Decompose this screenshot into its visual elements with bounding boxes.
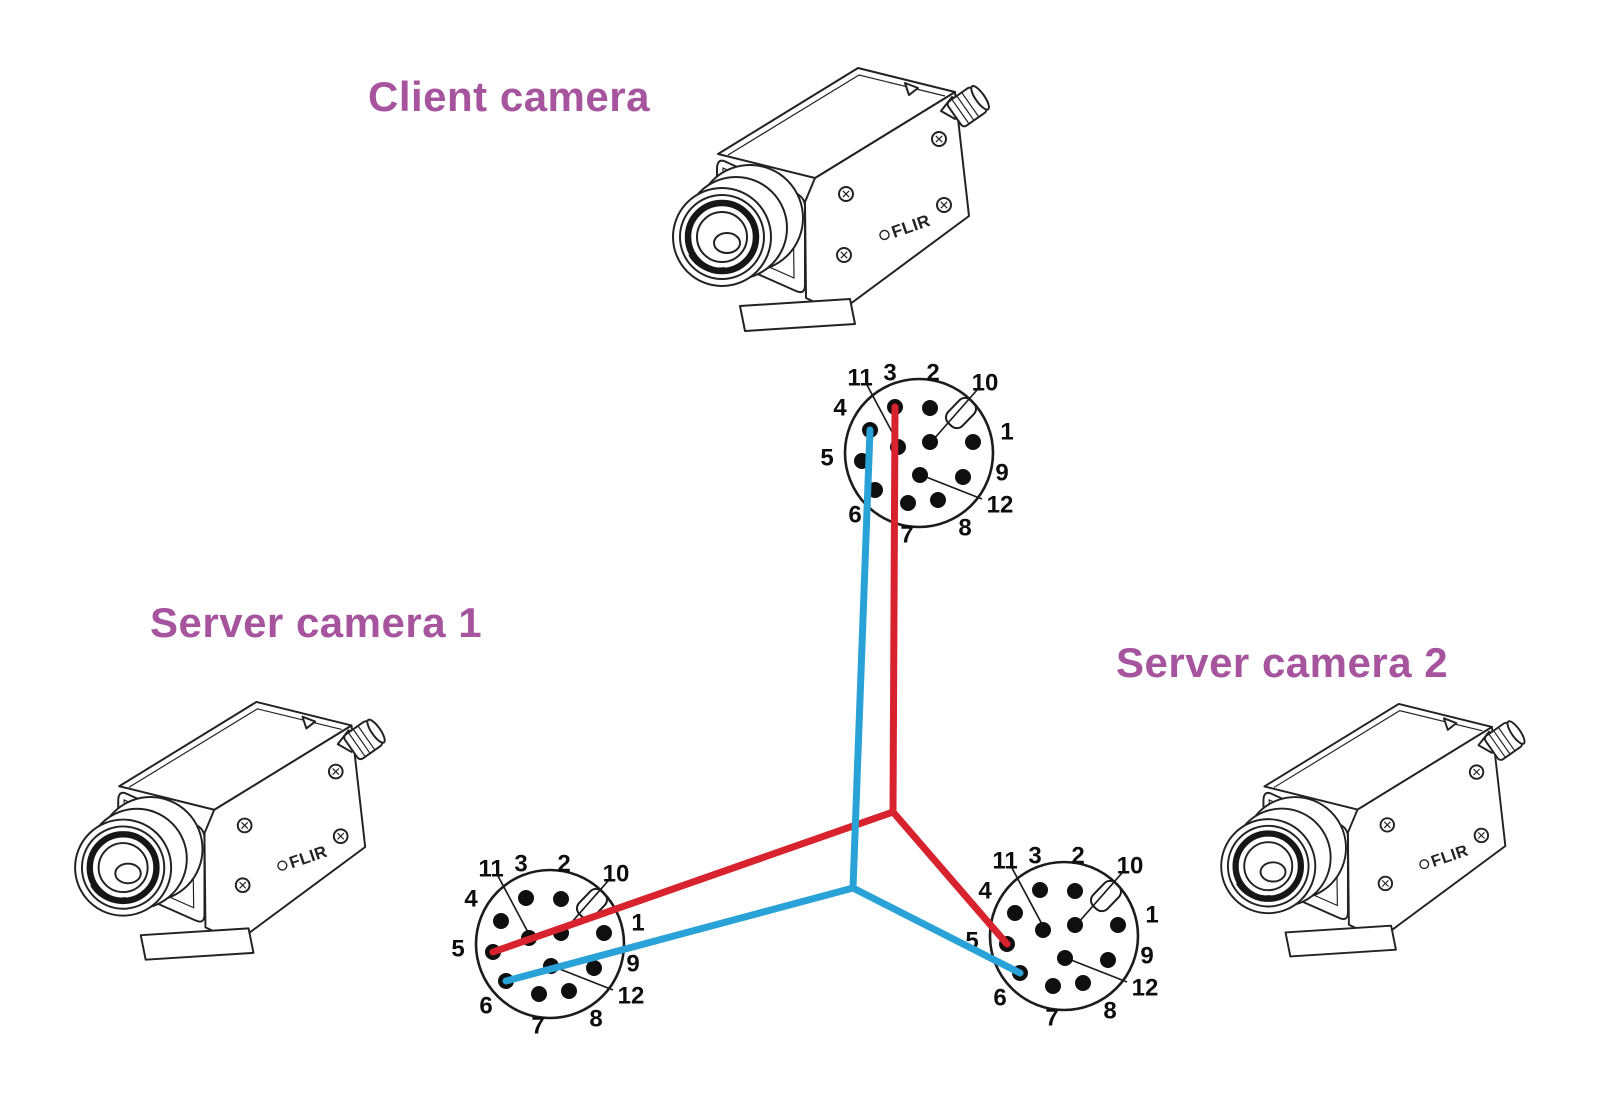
pin-2-label: 2 (926, 360, 939, 387)
pin-10-label: 10 (603, 861, 630, 888)
pin-3-label: 3 (514, 851, 527, 878)
blue-wire (502, 426, 1024, 985)
pin-3-dot (1032, 882, 1048, 898)
pin-10-dot (922, 434, 938, 450)
connector-keyway-notch (576, 887, 608, 921)
pin-2-dot (1067, 883, 1083, 899)
pin-8-dot (930, 492, 946, 508)
pin-7-label: 7 (531, 1013, 544, 1040)
pin-5-label: 5 (451, 936, 464, 963)
pin-8-dot (1075, 975, 1091, 991)
pin-4-label: 4 (978, 878, 992, 905)
pin-12-leader-line (920, 474, 983, 500)
pin-8-label: 8 (589, 1006, 602, 1033)
pin-10-leader-line (1077, 872, 1123, 924)
pin-9-dot (586, 960, 602, 976)
pin-7-dot (531, 986, 547, 1002)
pin-2-label: 2 (1071, 843, 1084, 870)
pin-8-dot (561, 983, 577, 999)
client-camera-image (673, 68, 992, 331)
pin-10-label: 10 (1117, 853, 1144, 880)
pin-9-label: 9 (626, 951, 639, 978)
pin-11-label: 11 (992, 848, 1017, 875)
pin-1-label: 1 (1145, 902, 1158, 929)
pin-10-dot (1067, 917, 1083, 933)
pin-1-dot (965, 434, 981, 450)
server-camera-1-label: Server camera 1 (150, 599, 483, 646)
pin-12-leader-line (551, 965, 614, 991)
pin-7-label: 7 (900, 522, 913, 549)
server-camera-2-image (1221, 704, 1528, 956)
pin-7-dot (1045, 978, 1061, 994)
pin-7-label: 7 (1045, 1005, 1058, 1032)
pin-12-dot (1057, 950, 1073, 966)
pin-6-label: 6 (479, 993, 492, 1020)
pin-12-dot (912, 467, 928, 483)
pin-1-label: 1 (1000, 419, 1013, 446)
pin-9-label: 9 (995, 460, 1008, 487)
pin-4-label: 4 (464, 886, 478, 913)
pin-3-label: 3 (1028, 843, 1041, 870)
pin-4-label: 4 (833, 395, 847, 422)
red-wire (489, 403, 1011, 956)
pin-2-dot (553, 891, 569, 907)
connector-keyway-notch (945, 396, 977, 430)
pin-1-dot (596, 925, 612, 941)
pin-8-label: 8 (1103, 998, 1116, 1025)
server-camera-2-label: Server camera 2 (1116, 639, 1449, 686)
pin-4-dot (1007, 905, 1023, 921)
pin-7-dot (900, 495, 916, 511)
pin-9-dot (1100, 952, 1116, 968)
pin-11-label: 11 (847, 365, 872, 392)
pin-11-label: 11 (478, 856, 503, 883)
pin-10-label: 10 (972, 370, 999, 397)
pin-8-label: 8 (958, 515, 971, 542)
pin-10-leader-line (932, 389, 978, 441)
sync-wires-layer (489, 403, 1024, 985)
pin-11-leader-line (497, 875, 531, 937)
client-camera-label: Client camera (368, 73, 650, 120)
pin-4-dot (493, 913, 509, 929)
pin-12-leader-line (1065, 957, 1128, 983)
pin-2-label: 2 (557, 851, 570, 878)
pin-12-label: 12 (1132, 975, 1159, 1002)
pin-11-leader-line (1011, 867, 1045, 929)
pin-6-label: 6 (848, 502, 861, 529)
pin-9-dot (955, 469, 971, 485)
pin-1-label: 1 (631, 910, 644, 937)
connector-keyway-notch (1090, 879, 1122, 913)
pin-12-label: 12 (987, 492, 1014, 519)
pin-5-label: 5 (820, 445, 833, 472)
pin-6-label: 6 (993, 985, 1006, 1012)
pin-11-dot (1035, 922, 1051, 938)
pin-12-label: 12 (618, 983, 645, 1010)
pin-3-label: 3 (883, 360, 896, 387)
pin-9-label: 9 (1140, 943, 1153, 970)
pin-1-dot (1110, 917, 1126, 933)
pin-3-dot (518, 890, 534, 906)
server-camera-1-image (75, 702, 388, 960)
pin-2-dot (922, 400, 938, 416)
